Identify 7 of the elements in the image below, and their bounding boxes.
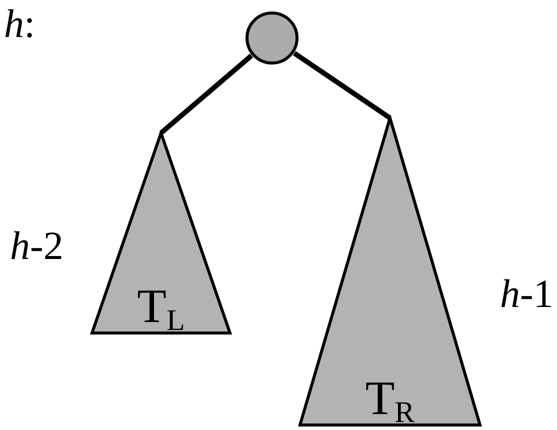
height-label: h-1 <box>500 274 554 314</box>
height-label: h-2 <box>10 226 64 266</box>
connector-line <box>292 51 392 120</box>
subtree-label: T$_{L}$ <box>137 283 185 331</box>
subtree-label: T$_{R}$ <box>365 375 415 423</box>
connector-line <box>159 54 254 135</box>
height-label: h: <box>4 4 36 44</box>
